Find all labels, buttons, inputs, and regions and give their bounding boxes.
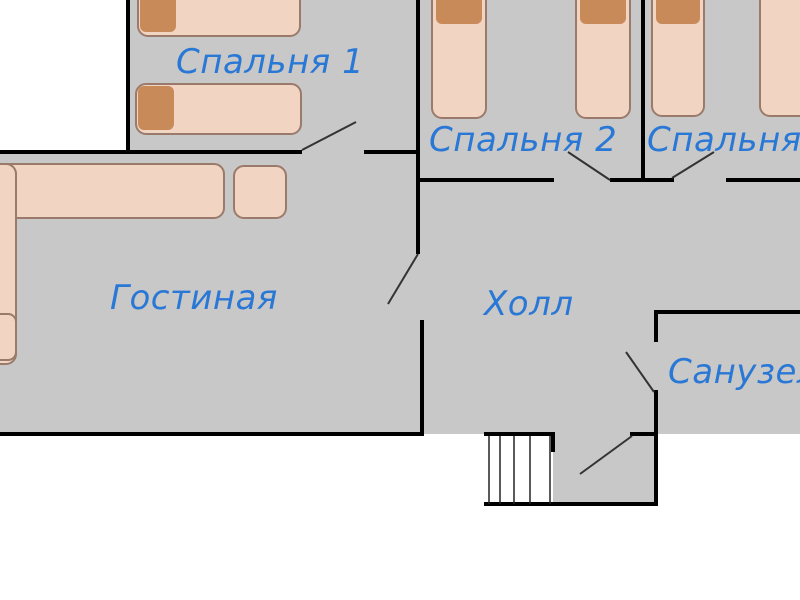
bed-1b	[135, 83, 302, 135]
bed-1a	[137, 0, 301, 37]
furniture	[0, 0, 800, 365]
vestibule-floor	[553, 434, 656, 504]
pillow-2b	[580, 0, 626, 24]
door-bedroom1	[301, 121, 357, 151]
bed-3a	[651, 0, 705, 117]
entrance-stairs	[488, 436, 551, 504]
pillow-3a	[656, 0, 700, 24]
pillow-1a	[140, 0, 176, 32]
bedroom3-label: Спальня	[647, 120, 800, 160]
pillow-1b	[138, 86, 174, 130]
bed-2b	[575, 0, 631, 119]
door-bedroom3	[671, 151, 715, 179]
doors	[301, 121, 715, 475]
bathroom-floor	[655, 312, 800, 434]
living-label: Гостиная	[110, 278, 278, 318]
bedroom1-label: Спальня 1	[176, 42, 365, 82]
hall-label: Холл	[484, 284, 574, 324]
bed-2a	[431, 0, 487, 119]
armchair-bottom	[0, 313, 17, 361]
bedroom2-label: Спальня 2	[429, 120, 618, 160]
door-bathroom	[625, 351, 655, 393]
door-bedroom2	[567, 151, 611, 181]
sofa-back	[0, 163, 225, 219]
armchair-top	[233, 165, 287, 219]
door-entrance	[579, 435, 633, 475]
bathroom-label: Санузел	[668, 352, 800, 392]
bed-3b	[759, 0, 800, 117]
door-living	[387, 253, 419, 305]
pillow-2a	[436, 0, 482, 24]
